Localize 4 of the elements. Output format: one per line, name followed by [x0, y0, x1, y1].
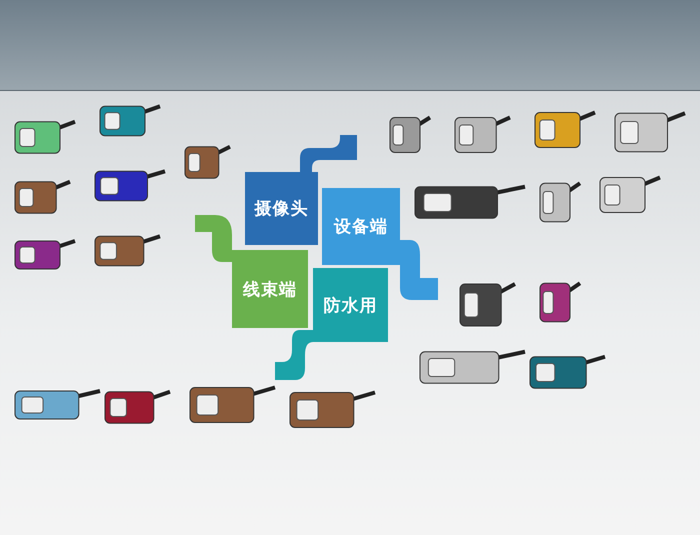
category-box: 防水用	[313, 268, 388, 342]
category-box: 线束端	[232, 250, 308, 328]
category-box: 摄像头	[245, 172, 318, 245]
category-box: 设备端	[322, 188, 400, 265]
